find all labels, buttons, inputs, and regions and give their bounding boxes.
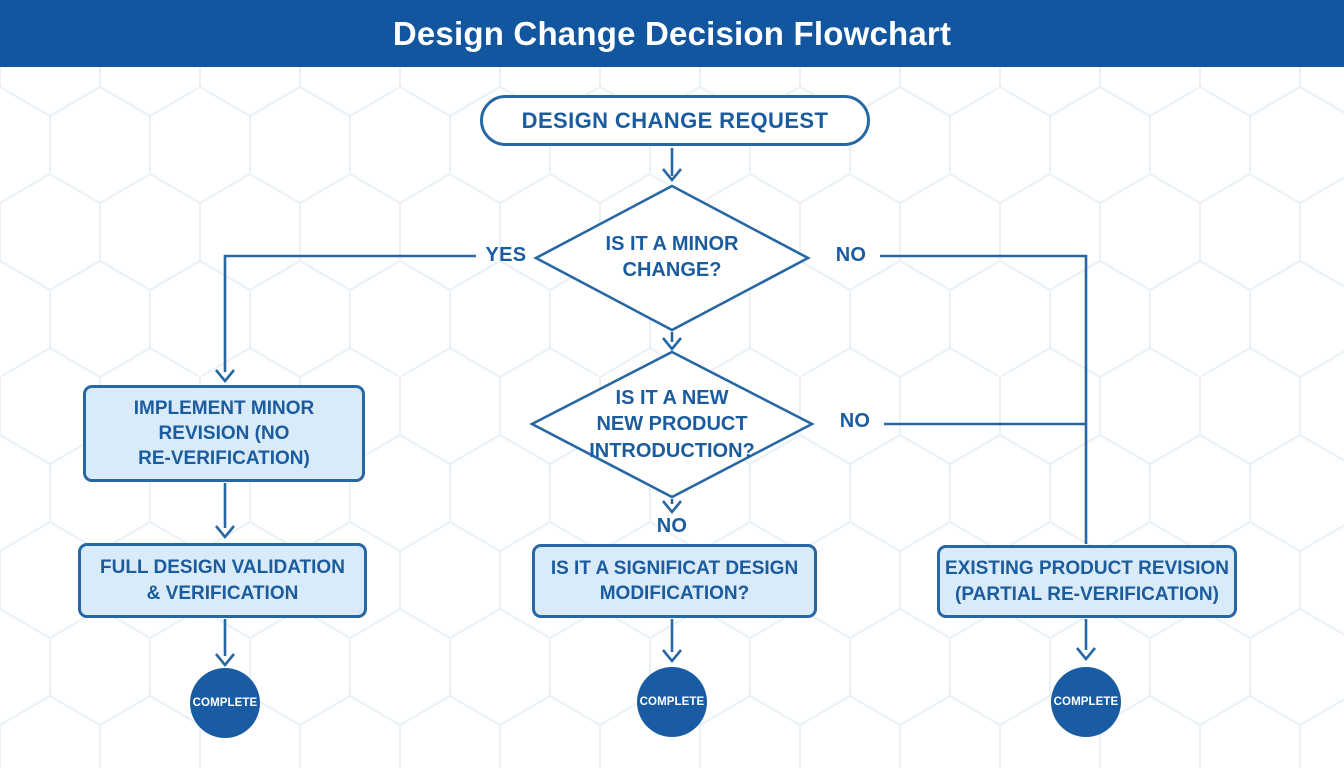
header-bar: Design Change Decision Flowchart <box>0 0 1344 67</box>
page-title: Design Change Decision Flowchart <box>392 14 952 52</box>
edge-label-no-1: NO <box>835 243 867 266</box>
start-node-label: DESIGN CHANGE REQUEST <box>521 107 829 133</box>
edge-label-no-2: NO <box>839 409 871 432</box>
terminal-complete-2: COMPLETE <box>637 667 707 737</box>
edge-label-yes: YES <box>485 243 527 266</box>
connector-box3-to-complete2 <box>661 619 683 664</box>
connector-newproduct-to-box <box>661 499 683 515</box>
decision-diamond-new-product <box>529 350 815 499</box>
edge-label-no-3: NO <box>656 514 688 537</box>
connector-yes-branch <box>214 254 476 384</box>
connector-box4-to-complete3 <box>1075 619 1097 662</box>
process-box-existing-product-revision: EXISTING PRODUCT REVISION (PARTIAL RE-VE… <box>937 545 1237 618</box>
terminal-complete-1: COMPLETE <box>190 668 260 738</box>
connector-no-branch-1 <box>880 254 1088 544</box>
connector-box2-to-complete1 <box>214 619 236 668</box>
decision-diamond-minor-change <box>533 184 811 332</box>
process-box-full-design-validation: FULL DESIGN VALIDATION & VERIFICATION <box>78 543 367 618</box>
decision-label-minor-change: IS IT A MINOR CHANGE? <box>605 233 739 282</box>
process-box-implement-minor-revision: IMPLEMENT MINOR REVISION (NO RE-VERIFICA… <box>83 385 365 482</box>
connector-minor-to-newproduct <box>661 332 683 352</box>
process-box-significant-design-modification: IS IT A SIGNIFICAT DESIGN MODIFICATION? <box>532 544 817 618</box>
connector-start-to-minor <box>661 148 683 183</box>
start-node-design-change-request: DESIGN CHANGE REQUEST <box>480 95 870 146</box>
connector-box1-to-box2 <box>214 483 236 540</box>
terminal-complete-3: COMPLETE <box>1051 667 1121 737</box>
decision-label-new-product: IS IT A NEW NEW PRODUCT INTRODUCTION? <box>589 387 755 462</box>
